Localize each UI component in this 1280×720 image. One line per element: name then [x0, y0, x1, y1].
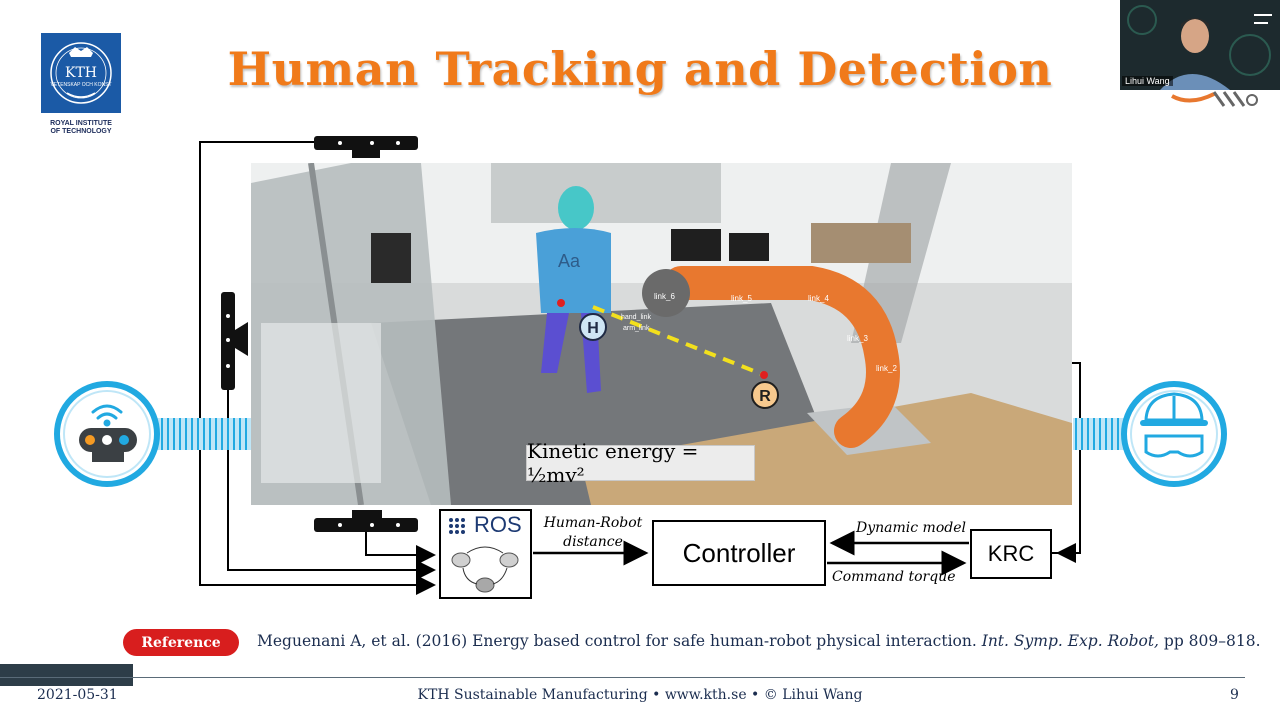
human-marker-label: H	[587, 320, 599, 337]
human-marker	[579, 313, 607, 341]
arm-link-label: arm_link	[623, 325, 650, 332]
kth-logo-caption-line1: ROYAL INSTITUTE	[50, 120, 112, 127]
link-label: link_4	[808, 294, 829, 303]
dynamic-model-label: Dynamic model	[856, 520, 966, 536]
link-label: link_6	[654, 292, 675, 301]
reference-text-plain: Meguenani A, et al. (2016) Energy based …	[257, 632, 982, 650]
kth-logo-motto: VETENSKAP OCH KONST	[50, 82, 111, 88]
footer-date: 2021-05-31	[37, 687, 118, 703]
command-torque-label: Command torque	[832, 569, 956, 585]
hr-distance-line1: Human-Robot	[543, 515, 643, 531]
robot-marker-label: R	[759, 388, 771, 405]
ros-label: ROS	[474, 512, 522, 537]
footer-divider	[0, 677, 1245, 678]
robot-lab-logo	[1171, 91, 1258, 107]
wifi-icon	[91, 404, 123, 427]
top-sensor-wire	[199, 141, 436, 595]
link-label: link_2	[876, 364, 897, 373]
kth-logo-name: KTH	[65, 65, 97, 81]
link-label: link_5	[731, 294, 752, 303]
reference-text-italic: Int. Symp. Exp. Robot,	[981, 632, 1159, 650]
link-label: link_3	[847, 334, 868, 343]
kinect-sensor-icon	[314, 510, 418, 532]
human-robot-distance-label: Human-Robot distance	[533, 514, 653, 552]
krc-box: KRC	[970, 529, 1052, 579]
reference-citation: Meguenani A, et al. (2016) Energy based …	[257, 632, 1261, 650]
reference-badge: Reference	[123, 629, 239, 656]
kinetic-energy-label: Kinetic energy = ½mv²	[526, 439, 755, 487]
kth-logo: KTH VETENSKAP OCH KONST	[41, 33, 121, 113]
slide-title: Human Tracking and Detection	[227, 42, 1053, 96]
ros-node-box	[439, 509, 532, 599]
sensor-device-icon	[54, 381, 251, 487]
kinect-sensor-icon	[314, 136, 418, 158]
footer-accent-bar	[0, 664, 133, 686]
hand-link-label: hand_link	[621, 314, 651, 321]
body-tracking-label: Aa	[558, 251, 581, 271]
page-number: 9	[1230, 687, 1239, 703]
kth-logo-caption: ROYAL INSTITUTE OF TECHNOLOGY	[32, 120, 130, 136]
kth-logo-caption-line2: OF TECHNOLOGY	[50, 128, 112, 135]
reference-text-tail: pp 809–818.	[1158, 632, 1261, 650]
footer-center-text: KTH Sustainable Manufacturing • www.kth.…	[417, 687, 863, 703]
robot-marker	[751, 381, 779, 409]
participant-name-label: Lihui Wang	[1122, 76, 1173, 86]
controller-box: Controller	[652, 520, 826, 586]
kinect-sensor-icon	[221, 292, 248, 390]
bottom-sensor-wire	[365, 532, 436, 565]
safety-helmet-goggles-icon	[1073, 381, 1227, 487]
hr-distance-line2: distance	[563, 534, 623, 550]
participant-video-tile[interactable]	[1120, 0, 1280, 90]
